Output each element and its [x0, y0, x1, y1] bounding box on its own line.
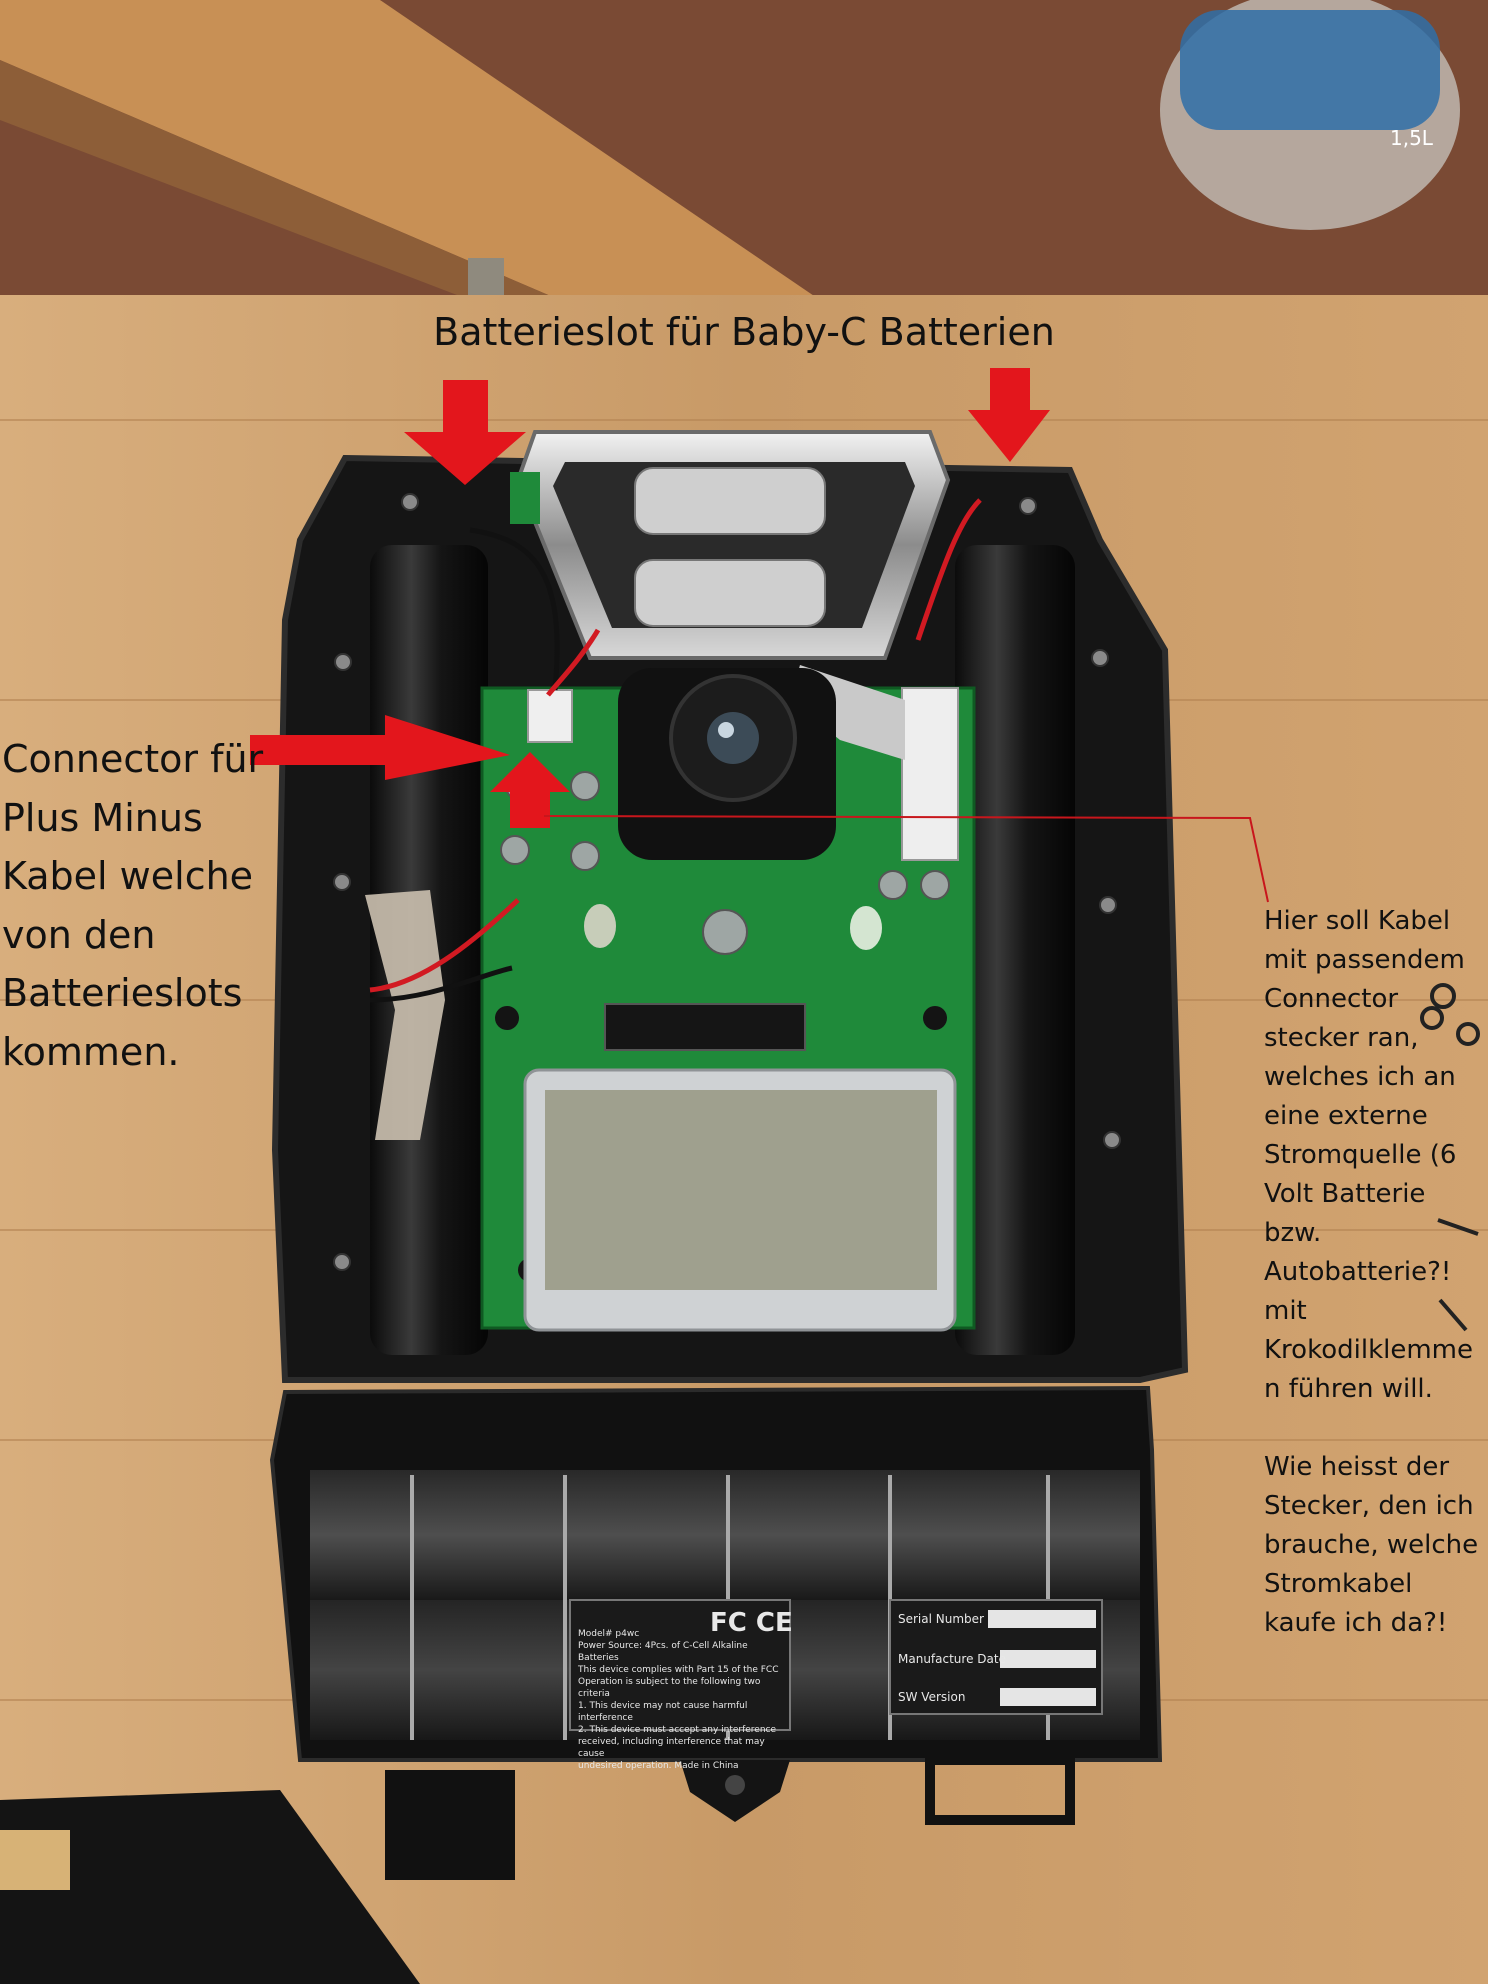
power-connector — [527, 689, 573, 743]
circuit-board — [480, 665, 976, 1332]
callout-line — [543, 815, 1269, 903]
arrow-left — [250, 715, 510, 780]
chair-leg-shadow — [0, 60, 560, 300]
tape-strip — [365, 890, 445, 1140]
connector-label: Connector für Plus Minus Kabel welche vo… — [2, 737, 264, 1074]
battery-right — [955, 545, 1075, 1355]
water-bottle: 1,5L — [1160, 0, 1460, 230]
sw-version-label: SW Version — [898, 1690, 966, 1704]
device-plate-text: Model# p4wc Power Source: 4Pcs. of C-Cel… — [578, 1629, 779, 1771]
battery-holder — [510, 430, 951, 660]
device-lid — [269, 1385, 1163, 1880]
lcd-screen — [545, 1090, 937, 1290]
plug-question-label: Wie heisst der Stecker, den ich brauche,… — [1264, 1452, 1479, 1638]
led-left — [584, 904, 616, 948]
camera-lens — [618, 668, 836, 860]
manufacture-date-label: Manufacture Date — [898, 1652, 1006, 1666]
bottle-label: 1,5L — [1390, 126, 1434, 150]
device-info-plate — [569, 1599, 791, 1731]
battery-slot-label: Batterieslot für Baby-C Batterien — [433, 310, 1055, 354]
fcc-ce-marks: FC CE — [710, 1608, 793, 1638]
baby-c-cell-top — [634, 467, 826, 535]
serial-number-label: Serial Number — [898, 1612, 984, 1626]
housing-screws — [333, 493, 1121, 1271]
main-chip — [604, 1003, 806, 1051]
arrow-top-left — [404, 380, 526, 485]
chair-leg — [0, 0, 820, 300]
capacitors — [500, 771, 950, 955]
red-arrows — [250, 368, 1050, 828]
loose-screws — [1420, 983, 1480, 1332]
stand-piece — [0, 1790, 420, 1984]
ribbon-connector — [901, 687, 959, 861]
cable-question-label: Hier soll Kabel mit passendem Connector … — [1264, 906, 1473, 1404]
battery-wires — [369, 498, 982, 1003]
led-right — [850, 906, 882, 950]
baby-c-cell-bottom — [634, 559, 826, 627]
arrow-top-right — [968, 368, 1050, 462]
arrow-up — [490, 752, 570, 828]
table-screw — [468, 258, 504, 298]
